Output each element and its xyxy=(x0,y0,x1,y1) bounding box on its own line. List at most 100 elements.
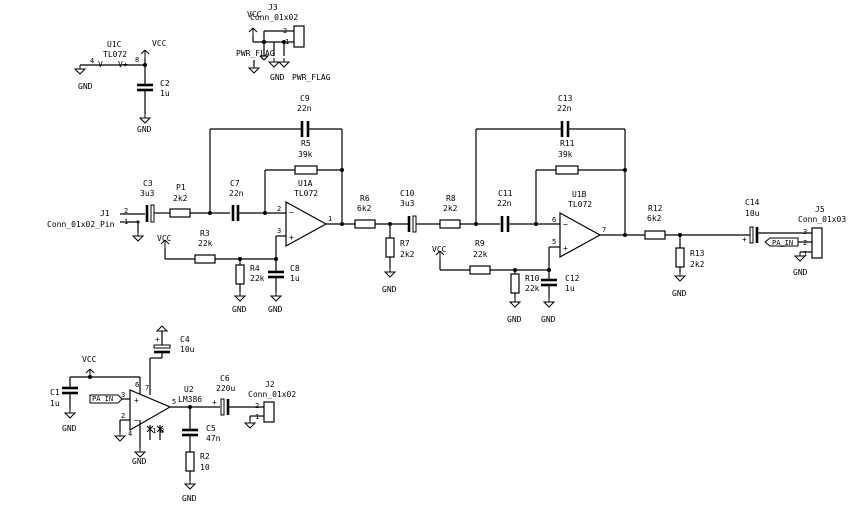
svg-text:GND: GND xyxy=(268,305,283,314)
svg-text:LM386: LM386 xyxy=(178,395,202,404)
svg-text:R9: R9 xyxy=(475,239,485,248)
r13-resistor: R13 2k2 GND xyxy=(672,235,705,298)
svg-text:GND: GND xyxy=(182,494,197,503)
svg-text:C4: C4 xyxy=(180,335,190,344)
svg-text:GND: GND xyxy=(120,406,133,414)
svg-text:GND: GND xyxy=(137,125,152,134)
svg-text:R7: R7 xyxy=(400,239,410,248)
c2-capacitor: C2 1u GND xyxy=(137,79,170,134)
svg-text:7: 7 xyxy=(602,226,606,234)
svg-text:1u: 1u xyxy=(565,284,575,293)
c8-capacitor: C8 1u GND xyxy=(268,259,300,314)
svg-text:2k2: 2k2 xyxy=(690,260,705,269)
svg-text:1: 1 xyxy=(803,250,807,258)
svg-text:6: 6 xyxy=(552,216,556,224)
svg-text:GND: GND xyxy=(672,289,687,298)
svg-text:VCC: VCC xyxy=(157,234,172,243)
r8-resistor: R8 2k2 xyxy=(439,194,500,229)
svg-text:J1: J1 xyxy=(100,209,110,218)
svg-text:PWR_FLAG: PWR_FLAG xyxy=(292,73,331,82)
svg-text:U2: U2 xyxy=(184,385,194,394)
svg-text:Conn_01x02_Pin: Conn_01x02_Pin xyxy=(47,220,115,229)
svg-text:4: 4 xyxy=(128,430,132,438)
svg-text:2k2: 2k2 xyxy=(443,204,458,213)
svg-text:3: 3 xyxy=(277,227,281,235)
svg-text:22k: 22k xyxy=(525,284,540,293)
svg-text:1: 1 xyxy=(285,38,289,46)
u1c-ref: U1C xyxy=(107,40,122,49)
svg-text:PWR_FLAG: PWR_FLAG xyxy=(236,49,275,58)
svg-text:8: 8 xyxy=(135,56,139,64)
svg-text:2k2: 2k2 xyxy=(173,194,188,203)
svg-text:R5: R5 xyxy=(301,139,311,148)
svg-text:V-: V- xyxy=(98,60,108,69)
svg-text:1: 1 xyxy=(328,215,332,223)
svg-text:3u3: 3u3 xyxy=(140,189,155,198)
svg-text:C1: C1 xyxy=(50,388,60,397)
svg-text:+: + xyxy=(212,398,217,407)
j5-connector: J5 Conn_01x03 3 2 1 PA_IN GND xyxy=(764,205,846,277)
svg-text:J2: J2 xyxy=(265,380,275,389)
u1a-opamp: U1A TL072 − + 2 3 1 xyxy=(275,179,355,259)
svg-text:22k: 22k xyxy=(250,274,265,283)
svg-text:C8: C8 xyxy=(290,264,300,273)
c6-capacitor: C6 220u + xyxy=(212,374,264,416)
svg-text:R4: R4 xyxy=(250,264,260,273)
c11-capacitor: C11 22n xyxy=(497,189,560,232)
r5-resistor: R5 39k xyxy=(264,139,344,213)
svg-text:GND: GND xyxy=(793,268,808,277)
svg-text:R6: R6 xyxy=(360,194,370,203)
svg-text:GND: GND xyxy=(382,285,397,294)
u1c-value: TL072 xyxy=(103,50,127,59)
u1b-opamp: U1B TL072 − + 6 5 7 xyxy=(548,190,645,270)
svg-text:C9: C9 xyxy=(300,94,310,103)
svg-text:GND: GND xyxy=(132,457,147,466)
svg-text:GND: GND xyxy=(270,73,285,82)
svg-text:−: − xyxy=(134,416,139,425)
c10-capacitor: C10 3u3 xyxy=(400,189,440,233)
svg-text:C5: C5 xyxy=(206,424,216,433)
j2-connector: J2 Conn_01x02 2 1 xyxy=(244,380,296,429)
svg-text:220u: 220u xyxy=(216,384,235,393)
svg-text:+: + xyxy=(563,244,568,253)
svg-text:R10: R10 xyxy=(525,274,540,283)
svg-text:GND: GND xyxy=(541,315,556,324)
svg-text:C10: C10 xyxy=(400,189,415,198)
svg-text:+: + xyxy=(742,235,747,244)
svg-text:39k: 39k xyxy=(298,150,313,159)
svg-text:2: 2 xyxy=(803,239,807,247)
r7-resistor: R7 2k2 GND xyxy=(382,224,415,294)
svg-text:R11: R11 xyxy=(560,139,575,148)
r4-resistor: R4 22k GND xyxy=(232,259,265,314)
svg-text:−: − xyxy=(563,220,568,229)
svg-text:+: + xyxy=(289,233,294,242)
svg-text:C14: C14 xyxy=(745,198,760,207)
c1-capacitor: C1 1u GND xyxy=(50,377,78,433)
svg-text:10u: 10u xyxy=(745,209,760,218)
svg-text:J5: J5 xyxy=(815,205,825,214)
svg-text:22n: 22n xyxy=(297,104,312,113)
svg-text:22k: 22k xyxy=(473,250,488,259)
svg-text:2: 2 xyxy=(121,412,125,420)
svg-text:10: 10 xyxy=(200,463,210,472)
svg-text:−: − xyxy=(289,208,294,217)
c4-capacitor: C4 10u + xyxy=(149,325,195,395)
svg-text:2: 2 xyxy=(255,402,259,410)
c3-capacitor: C3 3u3 xyxy=(140,179,170,223)
svg-text:GND: GND xyxy=(232,305,247,314)
svg-text:1: 1 xyxy=(255,413,259,421)
svg-text:22k: 22k xyxy=(198,239,213,248)
svg-text:6k2: 6k2 xyxy=(647,214,662,223)
svg-text:6: 6 xyxy=(135,381,139,389)
svg-text:R2: R2 xyxy=(200,452,210,461)
svg-text:C3: C3 xyxy=(143,179,153,188)
svg-text:4: 4 xyxy=(90,57,94,65)
svg-text:Conn_01x03: Conn_01x03 xyxy=(798,215,846,224)
svg-text:3: 3 xyxy=(803,228,807,236)
svg-text:6k2: 6k2 xyxy=(357,204,372,213)
r9-resistor: VCC R9 22k xyxy=(432,239,551,275)
r11-resistor: R11 39k xyxy=(535,139,627,224)
u1c-gnd-label: GND xyxy=(78,82,93,91)
c5-capacitor: C5 47n xyxy=(182,407,221,452)
c7-capacitor: C7 22n xyxy=(229,179,286,221)
